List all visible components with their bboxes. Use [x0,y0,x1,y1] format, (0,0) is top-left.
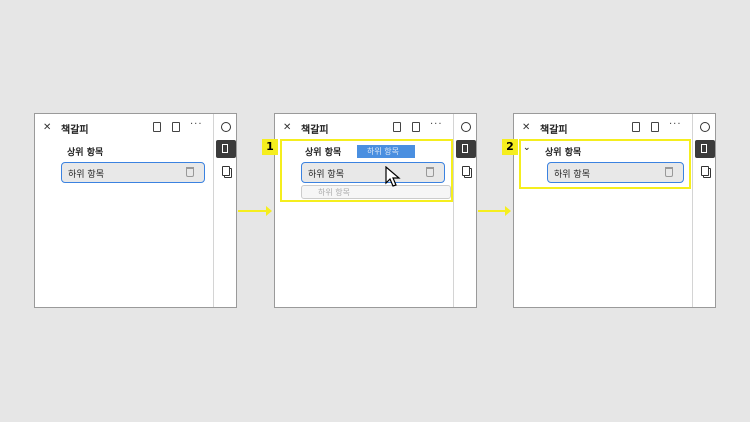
child-bookmark-label: 하위 항목 [554,170,590,180]
close-icon[interactable]: ✕ [43,122,52,133]
bookmarks-tab-icon[interactable] [456,140,476,158]
flow-arrow-2 [478,206,511,216]
add-bookmark-icon[interactable] [393,122,401,132]
highlight-box-step-2 [519,139,691,189]
bookmarks-panel-result: ✕ 책갈피 ··· ⌄ 상위 항목 하위 항목 [513,113,716,308]
sidebar-divider [692,114,693,307]
pages-tab-icon[interactable] [462,166,470,176]
more-options-icon[interactable]: ··· [430,119,443,130]
step-badge-2: 2 [502,139,518,155]
parent-bookmark[interactable]: 상위 항목 [67,148,104,158]
trash-icon[interactable] [665,167,673,177]
bookmark-icon[interactable] [412,122,420,132]
trash-icon[interactable] [426,167,434,177]
bookmark-icon[interactable] [651,122,659,132]
panel-title: 책갈피 [301,125,329,136]
trash-icon[interactable] [186,167,194,177]
bookmarks-tab-icon[interactable] [216,140,236,158]
step-badge-1: 1 [262,139,278,155]
child-bookmark[interactable]: 하위 항목 [61,162,205,183]
parent-bookmark[interactable]: 상위 항목 [305,148,342,158]
panel-title: 책갈피 [540,125,568,136]
sidebar-tool-icon[interactable] [461,122,471,132]
child-bookmark-label: 하위 항목 [308,170,344,180]
close-icon[interactable]: ✕ [522,122,531,133]
child-bookmark[interactable]: 하위 항목 [301,162,445,183]
sidebar-tool-icon[interactable] [700,122,710,132]
child-bookmark[interactable]: 하위 항목 [547,162,684,183]
mouse-cursor-icon [385,166,401,187]
add-bookmark-icon[interactable] [632,122,640,132]
bookmarks-tab-icon[interactable] [695,140,715,158]
chevron-down-icon[interactable]: ⌄ [523,143,531,153]
highlight-box-step-1 [280,139,453,202]
add-bookmark-icon[interactable] [153,122,161,132]
close-icon[interactable]: ✕ [283,122,292,133]
more-options-icon[interactable]: ··· [669,119,682,130]
bookmarks-panel-initial: ✕ 책갈피 ··· 상위 항목 하위 항목 [34,113,237,308]
bookmark-icon[interactable] [172,122,180,132]
drag-ghost: 하위 항목 [357,145,415,158]
panel-title: 책갈피 [61,125,89,136]
pages-tab-icon[interactable] [701,166,709,176]
child-bookmark-label: 하위 항목 [68,170,104,180]
drag-ghost-label: 하위 항목 [367,147,399,156]
pages-tab-icon[interactable] [222,166,230,176]
sidebar-tool-icon[interactable] [221,122,231,132]
sidebar-divider [213,114,214,307]
drag-ghost-outline: 하위 항목 [301,185,451,199]
bookmarks-panel-dragging: ✕ 책갈피 ··· 상위 항목 하위 항목 하위 항목 하위 항목 [274,113,477,308]
drag-ghost-outline-label: 하위 항목 [318,188,350,197]
sidebar-divider [453,114,454,307]
parent-bookmark[interactable]: 상위 항목 [545,148,582,158]
more-options-icon[interactable]: ··· [190,119,203,130]
flow-arrow-1 [238,206,272,216]
